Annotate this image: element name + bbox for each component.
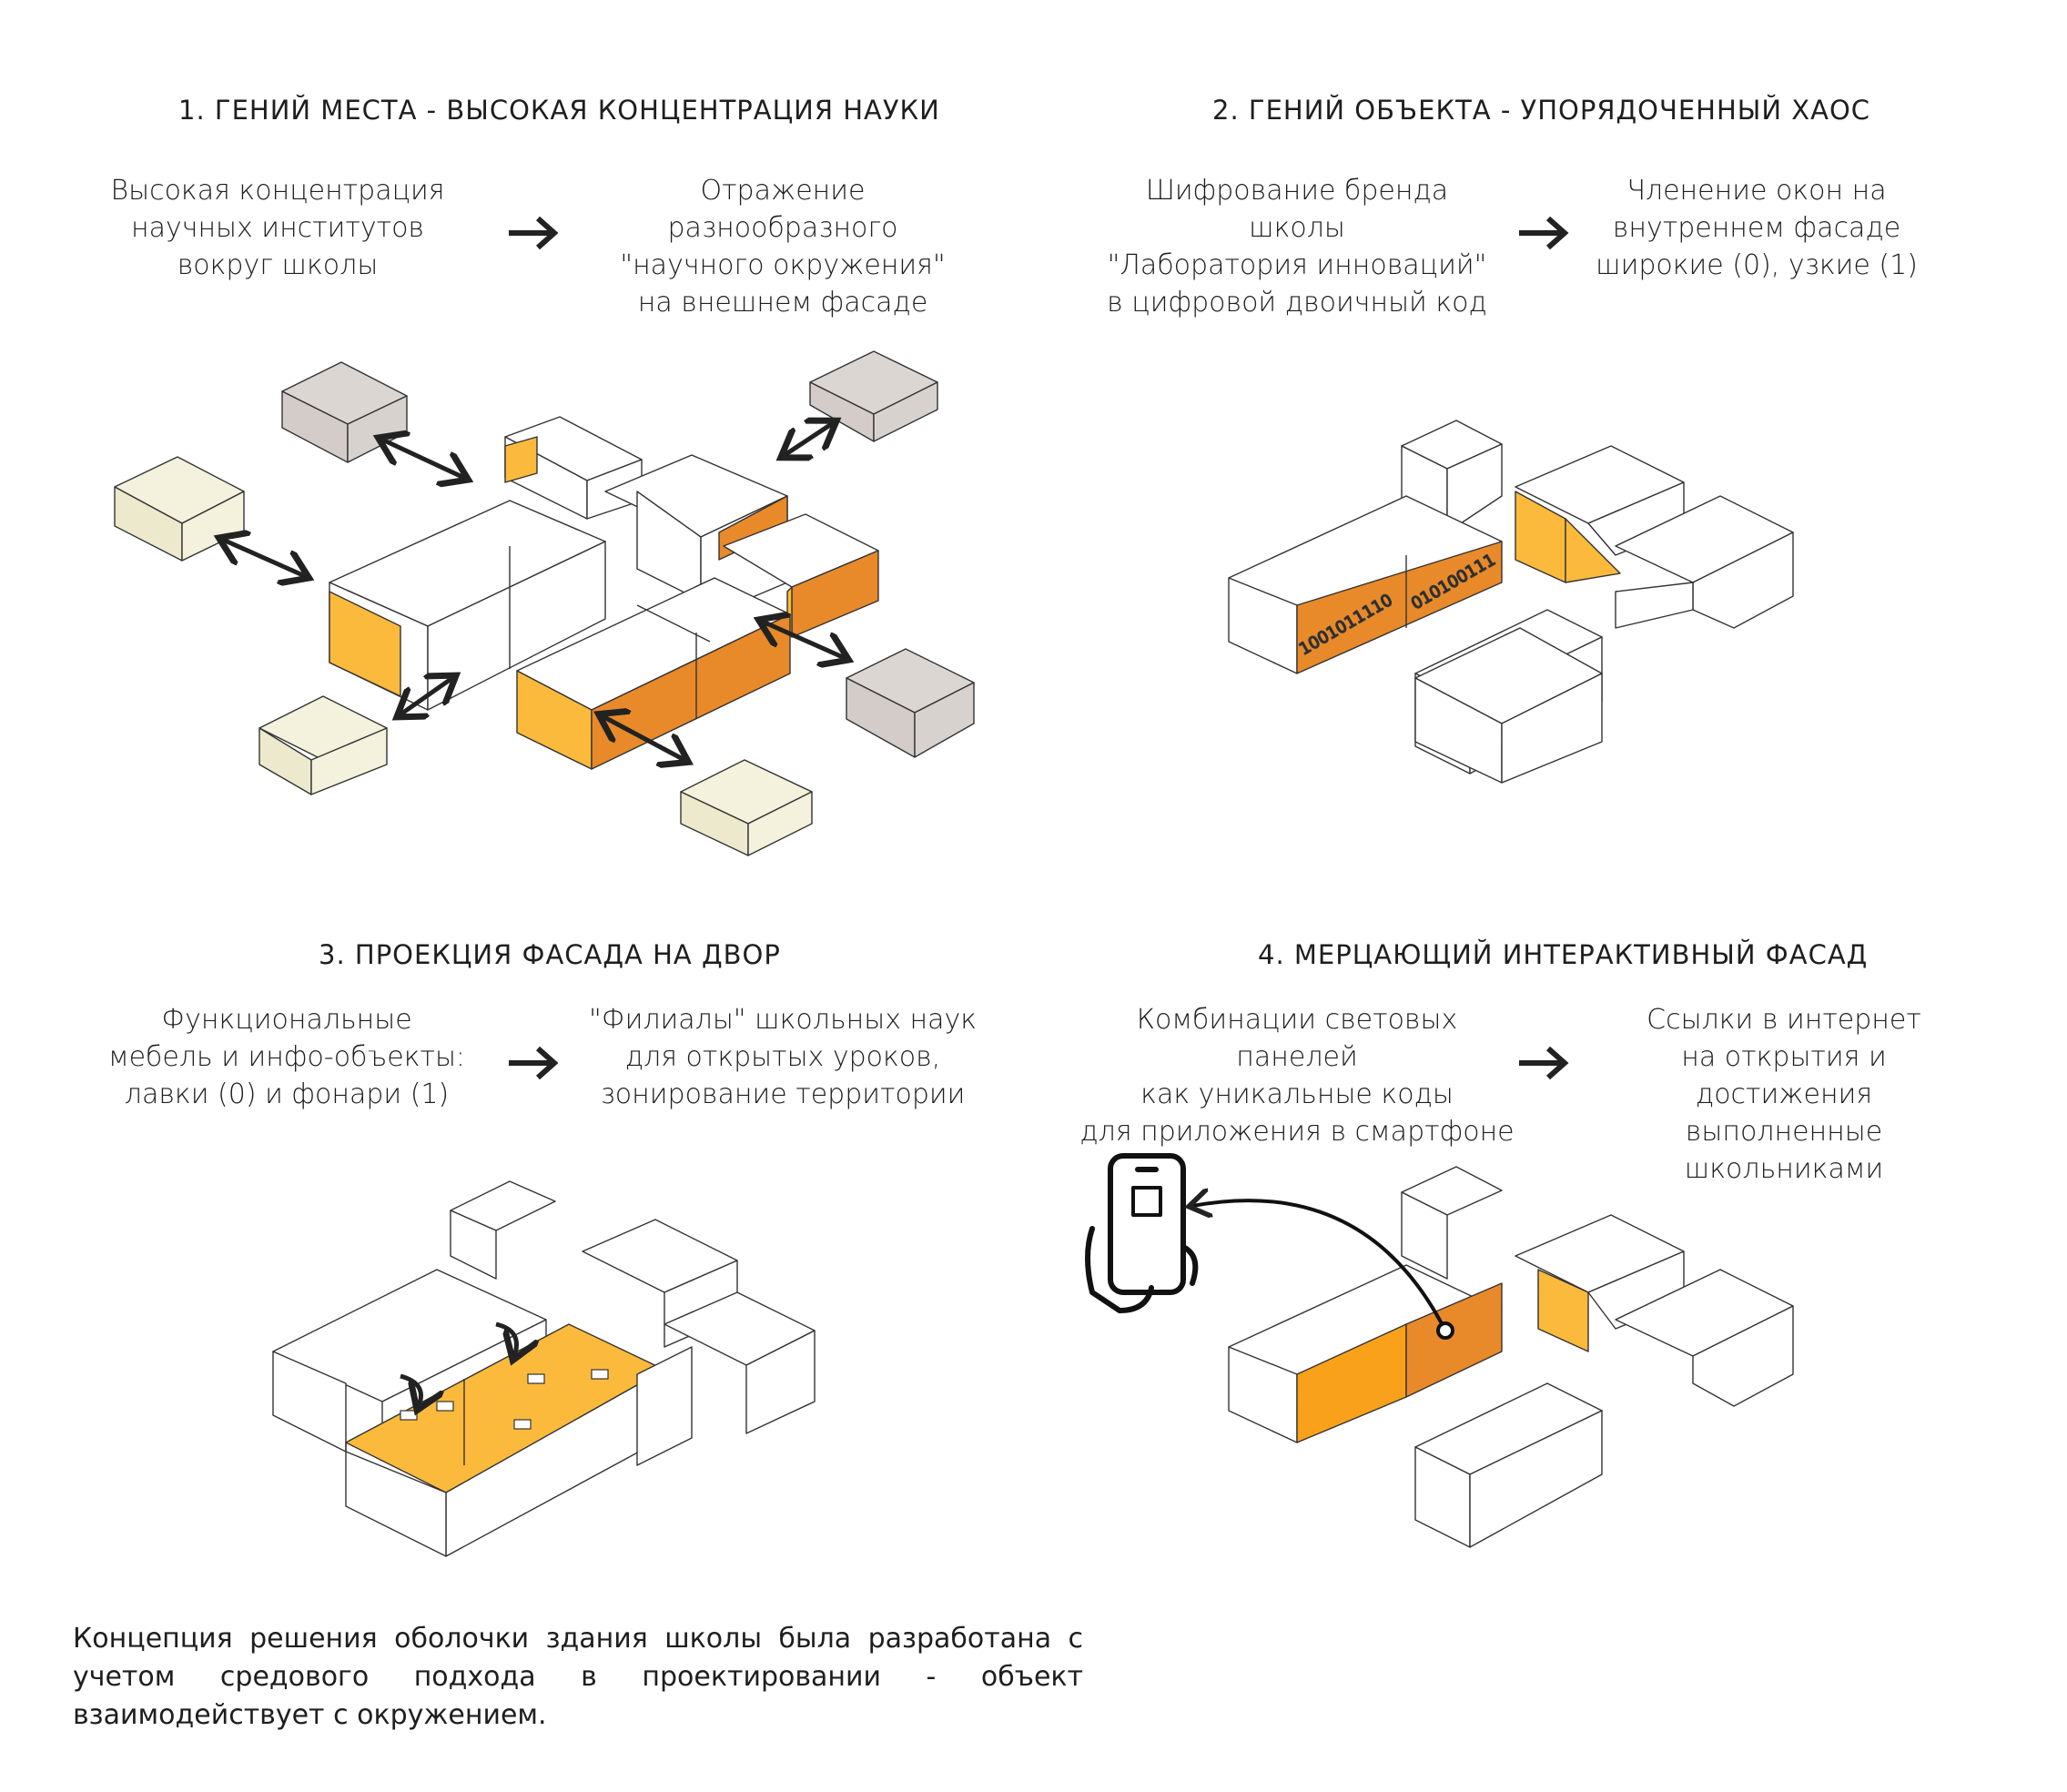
- panel-1-title: 1. ГЕНИЙ МЕСТА - ВЫСОКАЯ КОНЦЕНТРАЦИЯ НА…: [178, 95, 940, 126]
- panel-4-right-text: Ссылки в интернет на открытия и достижен…: [1647, 1004, 1921, 1185]
- binary-code-2: 010100111: [1408, 551, 1499, 614]
- panel-3-furniture: [400, 1369, 609, 1430]
- link-arrow-icon: [1192, 1200, 1447, 1331]
- panel-1-building: [329, 416, 879, 770]
- arrow-right-icon: [509, 216, 559, 250]
- panel-2-building: 1001011110 010100111: [1228, 420, 1794, 784]
- link-point-icon: [1436, 1321, 1454, 1340]
- phone-icon: [1085, 1153, 1199, 1313]
- binary-code-1: 1001011110: [1296, 591, 1396, 659]
- panel-3-right-text: "Филиалы" школьных наук для открытых уро…: [588, 1004, 978, 1110]
- arrow-right-icon: [1519, 1046, 1569, 1080]
- arrow-right-icon: [509, 1046, 559, 1080]
- panel-2-left-text: Шифрование бренда школы "Лаборатория инн…: [1107, 175, 1487, 319]
- panel-1-arrows: [223, 423, 845, 760]
- panel-1-right-text: Отражение разнообразного "научного окруж…: [620, 175, 946, 319]
- panel-1-left-text: Высокая концентрация научных институтов …: [110, 175, 445, 281]
- panel-4-title: 4. МЕРЦАЮЩИЙ ИНТЕРАКТИВНЫЙ ФАСАД: [1258, 939, 1869, 970]
- panel-3-building: [272, 1180, 816, 1557]
- panel-2-title: 2. ГЕНИЙ ОБЪЕКТА - УПОРЯДОЧЕННЫЙ ХАОС: [1212, 95, 1871, 126]
- panel-2-right-text: Членение окон на внутреннем фасаде широк…: [1596, 175, 1918, 281]
- panel-3-left-text: Функциональные мебель и инфо-объекты: ла…: [107, 1004, 466, 1110]
- panel-4-building: [1228, 1166, 1794, 1548]
- panel-4-left-text: Комбинации световых панелей как уникальн…: [1079, 1004, 1515, 1148]
- caption-text: Концепция решения оболочки здания школы …: [73, 1623, 1083, 1731]
- panel-3-arrows: [400, 1321, 517, 1406]
- panel-3-title: 3. ПРОЕКЦИЯ ФАСАДА НА ДВОР: [319, 939, 781, 970]
- panel-1-institutes: [114, 350, 975, 856]
- arrow-right-icon: [1519, 216, 1569, 250]
